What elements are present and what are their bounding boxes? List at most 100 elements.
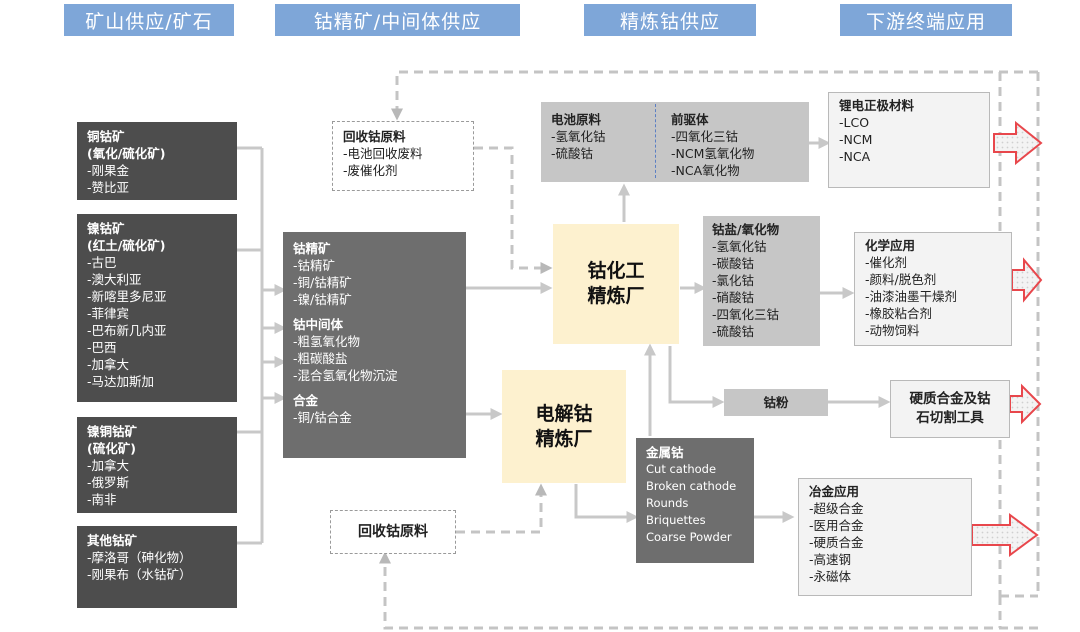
salts-item: -硝酸钴 — [712, 290, 755, 305]
app-cathode-materials: 锂电正极材料 -LCO -NCM -NCA — [828, 92, 990, 188]
app-item: -永磁体 — [809, 569, 852, 584]
app-item: -NCA — [839, 149, 871, 164]
group-item: -铜/钴合金 — [293, 410, 352, 425]
ore-item: -古巴 — [87, 255, 117, 270]
recycle-raw-material-top: 回收钴原料 -电池回收废料 -废催化剂 — [332, 121, 474, 191]
group-title: 钴精矿 — [293, 241, 331, 256]
ore-item: -俄罗斯 — [87, 475, 130, 490]
salts-item: -四氧化三钴 — [712, 307, 780, 322]
ore-subtitle: (红土/硫化矿) — [87, 238, 166, 253]
process-arrows — [466, 137, 891, 523]
cobalt-salts-box: 钴盐/氧化物 -氢氧化钴 -碳酸钴 -氯化钴 -硝酸钴 -四氧化三钴 -硫酸钴 — [703, 216, 820, 346]
ore-item: -新喀里多尼亚 — [87, 289, 167, 304]
app-item: -油漆油墨干燥剂 — [865, 289, 958, 304]
battery-raw-title: 电池原料 — [551, 112, 602, 127]
app-item: -超级合金 — [809, 501, 864, 516]
app-metallurgy: 冶金应用 -超级合金 -医用合金 -硬质合金 -高速钢 -永磁体 — [798, 478, 972, 596]
concentrate-intermediate-box: 钴精矿 -钴精矿 -铜/钴精矿 -镍/钴精矿 钴中间体 -粗氢氧化物 -粗碳酸盐… — [283, 232, 466, 458]
header-concentrate-supply: 钴精矿/中间体供应 — [275, 4, 520, 36]
battery-raw-item: -氢氧化钴 — [551, 129, 606, 144]
recycle-item: -电池回收废料 — [343, 146, 423, 161]
app-chemical: 化学应用 -催化剂 -颜料/脱色剂 -油漆油墨干燥剂 -橡胶粘合剂 -动物饲料 — [854, 232, 1012, 346]
app-title: 化学应用 — [865, 238, 916, 253]
group-item: -镍/钴精矿 — [293, 292, 352, 307]
precursor-item: -NCA氧化物 — [671, 163, 740, 178]
ore-item: -菲律宾 — [87, 306, 130, 321]
recycle-item: -废催化剂 — [343, 163, 398, 178]
recycle-title: 回收钴原料 — [358, 523, 428, 540]
precursor-item: -NCM氢氧化物 — [671, 146, 755, 161]
header-mine-supply: 矿山供应/矿石 — [64, 4, 234, 36]
precursor-section: 前驱体 -四氧化三钴 -NCM氢氧化物 -NCA氧化物 — [671, 111, 754, 179]
ore-item: -摩洛哥（砷化物） — [87, 550, 192, 565]
salts-item: -硫酸钴 — [712, 324, 755, 339]
group-item: -混合氢氧化物沉淀 — [293, 368, 398, 383]
ore-item: -刚果布（水钴矿） — [87, 567, 192, 582]
group-title: 钴中间体 — [293, 317, 344, 332]
battery-material-box: 电池原料 -氢氧化钴 -硫酸钴 前驱体 -四氧化三钴 -NCM氢氧化物 -NCA… — [541, 102, 809, 182]
app-item: -催化剂 — [865, 255, 908, 270]
header-refined-supply: 精炼钴供应 — [584, 4, 756, 36]
ore-item: -巴西 — [87, 340, 117, 355]
ore-title: 铜钴矿 — [87, 129, 125, 144]
ore-subtitle: (氧化/硫化矿) — [87, 146, 166, 161]
ore-copper-cobalt: 铜钴矿 (氧化/硫化矿) -刚果金 -赞比亚 — [77, 122, 237, 200]
ore-nickel-cobalt: 镍钴矿 (红土/硫化矿) -古巴 -澳大利亚 -新喀里多尼亚 -菲律宾 -巴布新… — [77, 214, 237, 402]
app-title: 锂电正极材料 — [839, 98, 915, 113]
output-arrow-cathode — [993, 120, 1043, 166]
app-item: -医用合金 — [809, 518, 864, 533]
metal-item: Coarse Powder — [646, 530, 732, 544]
recycle-raw-material-bottom: 回收钴原料 — [330, 510, 456, 554]
ore-title: 镍钴矿 — [87, 221, 125, 236]
metal-cobalt-box: 金属钴 Cut cathode Broken cathode Rounds Br… — [636, 438, 754, 563]
electrolytic-refinery: 电解钴 精炼厂 — [502, 370, 626, 483]
ore-nickel-copper-cobalt: 镍铜钴矿 (硫化矿) -加拿大 -俄罗斯 -南非 — [77, 417, 237, 513]
ore-item: -马达加斯加 — [87, 374, 155, 389]
output-arrow-chem — [1011, 257, 1043, 303]
ore-item: -巴布新几内亚 — [87, 323, 167, 338]
metal-item: Rounds — [646, 496, 689, 510]
salts-item: -碳酸钴 — [712, 256, 755, 271]
ore-subtitle: (硫化矿) — [87, 441, 136, 456]
ore-title: 镍铜钴矿 — [87, 424, 138, 439]
app-item: -硬质合金 — [809, 535, 864, 550]
header-downstream-apps: 下游终端应用 — [840, 4, 1012, 36]
app-item: -颜料/脱色剂 — [865, 272, 937, 287]
group-title: 合金 — [293, 393, 319, 408]
salts-item: -氢氧化钴 — [712, 239, 767, 254]
salts-item: -氯化钴 — [712, 273, 755, 288]
metal-item: Broken cathode — [646, 479, 737, 493]
output-arrow-metal — [971, 513, 1039, 557]
battery-raw-item: -硫酸钴 — [551, 146, 594, 161]
app-item: -橡胶粘合剂 — [865, 306, 933, 321]
app-item: -动物饲料 — [865, 323, 920, 338]
precursor-title: 前驱体 — [671, 112, 709, 127]
app-hard-alloy: 硬质合金及钴 石切割工具 — [890, 380, 1010, 438]
ore-item: -加拿大 — [87, 458, 130, 473]
ore-item: -刚果金 — [87, 163, 130, 178]
section-divider — [655, 104, 656, 178]
app-item: -NCM — [839, 132, 873, 147]
group-item: -铜/钴精矿 — [293, 275, 352, 290]
metal-item: Briquettes — [646, 513, 706, 527]
precursor-item: -四氧化三钴 — [671, 129, 739, 144]
output-arrow-hard — [1009, 383, 1042, 425]
cobalt-powder-box: 钴粉 — [724, 389, 828, 416]
chemical-refinery: 钴化工 精炼厂 — [553, 224, 679, 344]
app-item: -高速钢 — [809, 552, 852, 567]
app-title: 冶金应用 — [809, 484, 860, 499]
recycle-title: 回收钴原料 — [343, 129, 406, 144]
app-item: -LCO — [839, 115, 870, 130]
ore-other-cobalt: 其他钴矿 -摩洛哥（砷化物） -刚果布（水钴矿） — [77, 526, 237, 608]
ore-title: 其他钴矿 — [87, 533, 138, 548]
ore-connectors — [237, 146, 287, 545]
metal-item: Cut cathode — [646, 462, 717, 476]
ore-item: -赞比亚 — [87, 180, 130, 195]
ore-item: -澳大利亚 — [87, 272, 142, 287]
ore-item: -南非 — [87, 492, 117, 507]
group-item: -粗氢氧化物 — [293, 334, 361, 349]
metal-title: 金属钴 — [646, 445, 684, 460]
ore-item: -加拿大 — [87, 357, 130, 372]
group-item: -粗碳酸盐 — [293, 351, 348, 366]
